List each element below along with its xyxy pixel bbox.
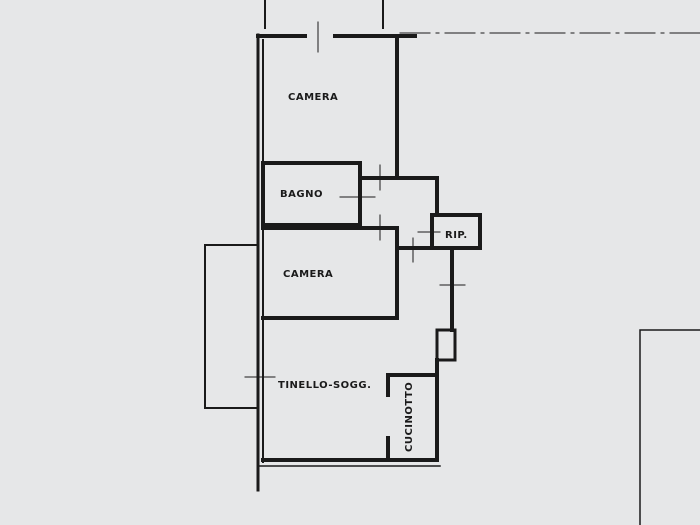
stair-detail [435,328,457,362]
room-label-tinello: TINELLO-SOGG. [278,380,371,391]
room-label-ripostiglio: RIP. [445,230,468,241]
room-label-bagno: BAGNO [280,189,323,200]
room-label-cucinotto: CUCINOTTO [404,382,415,452]
wall [386,373,437,397]
room-label-camera-1: CAMERA [288,92,338,103]
room-label-camera-2: CAMERA [283,269,333,280]
balcony [204,244,259,409]
neighbor-building [639,329,700,525]
bagno-walls [261,161,362,227]
